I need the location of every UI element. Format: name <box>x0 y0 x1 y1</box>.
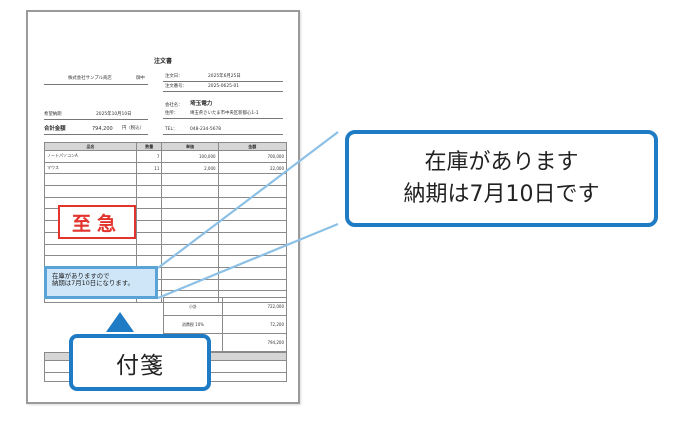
table-header-row: 品名 数量 単価 金額 <box>43 142 288 151</box>
table-row: 小計 722,000 <box>163 297 287 316</box>
recipient-honorific: 御中 <box>136 76 145 81</box>
callout-box: 在庫があります 納期は7月10日です <box>345 130 658 227</box>
grand-total-value: 794,200 <box>222 333 287 352</box>
order-number: 2025-0625-01 <box>208 84 240 89</box>
delivery-label: 希望納期 <box>44 112 62 117</box>
total-unit: 円（税込） <box>122 126 144 131</box>
callout-line: 納期は7月10日です <box>403 181 600 207</box>
table-row <box>43 196 288 210</box>
table-row: 消費税 10% 72,200 <box>163 315 287 334</box>
sticky-note: 在庫がありますので 納期は7月10日になります。 <box>44 266 158 299</box>
connector-line <box>157 222 339 300</box>
connector-line <box>157 131 339 269</box>
item-amount: 22,000 <box>217 161 288 175</box>
sticky-note-line: 納期は7月10日になります。 <box>52 279 134 288</box>
item-qty: 7 <box>136 150 163 163</box>
table-row <box>43 255 288 268</box>
total-value: 794,200 <box>92 126 113 132</box>
table-row <box>43 185 288 198</box>
table-row: マウス 11 2,000 22,000 <box>43 161 288 175</box>
tel-number: 048-234-5678 <box>190 127 222 132</box>
sticky-label-callout: 付箋 <box>69 334 211 391</box>
address-label: 住所： <box>165 111 179 116</box>
sticky-note-line: 在庫がありますので <box>52 272 110 280</box>
sender-label: 会社名： <box>165 103 183 108</box>
address: 埼玉県さいたま市中央区新都心1-1 <box>190 111 259 116</box>
item-price: 2,000 <box>161 161 219 175</box>
item-qty: 11 <box>136 161 163 175</box>
sender-name: 埼玉電力 <box>190 101 213 107</box>
total-label: 合計金額 <box>44 126 66 132</box>
recipient-name: 株式会社サンプル商店 <box>68 76 112 81</box>
divider <box>44 119 148 120</box>
pointer-triangle <box>106 312 134 332</box>
divider <box>44 134 148 135</box>
item-amount: 700,000 <box>217 150 288 163</box>
delivery-date: 2025年10月10日 <box>96 112 132 117</box>
order-date-label: 注文日： <box>165 74 183 79</box>
item-name: マウス <box>43 161 138 175</box>
table-header: 数量 <box>136 142 163 151</box>
table-header: 金額 <box>217 142 288 151</box>
urgent-stamp: 至急 <box>58 205 136 239</box>
callout-line: 在庫があります <box>424 149 579 175</box>
table-row: ノートパソコンA 7 100,000 700,000 <box>43 150 288 163</box>
divider <box>163 118 283 119</box>
divider <box>44 84 148 85</box>
divider <box>163 134 283 135</box>
order-number-label: 注文番号： <box>165 84 187 89</box>
divider <box>163 91 283 92</box>
sticky-label-text: 付箋 <box>116 352 164 379</box>
order-date: 2025年6月25日 <box>208 74 241 79</box>
tel-label: TEL： <box>165 127 178 132</box>
item-name: ノートパソコンA <box>43 150 138 163</box>
items-table: 品名 数量 単価 金額 ノートパソコンA 7 100,000 700,000 マ… <box>43 142 288 303</box>
document-title: 注文書 <box>153 58 172 65</box>
divider <box>163 81 283 82</box>
